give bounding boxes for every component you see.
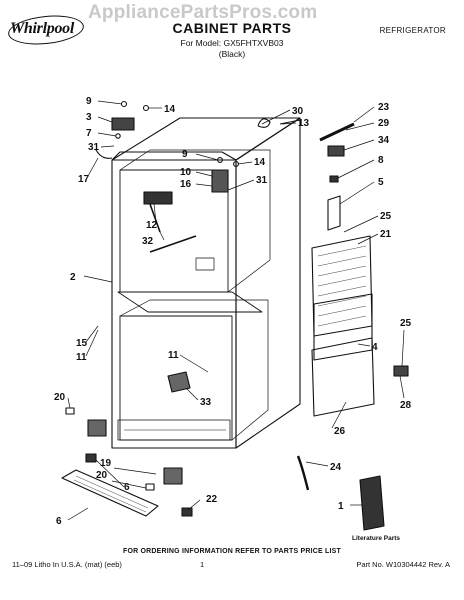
callout-6: 6 — [56, 516, 62, 527]
product-type: REFRIGERATOR — [379, 26, 446, 35]
callout-4: 4 — [372, 342, 378, 353]
page-number: 1 — [200, 560, 205, 569]
front-roller-left-part — [87, 419, 107, 437]
cabinet-side-outline — [235, 117, 301, 449]
cabinet-divider — [117, 291, 263, 313]
callout-12: 12 — [146, 220, 158, 231]
callout-30: 30 — [292, 106, 304, 117]
callout-9: 9 — [182, 149, 188, 160]
callout-31: 31 — [88, 142, 100, 153]
hinge-pin-part — [115, 133, 121, 139]
callout-3: 3 — [86, 112, 92, 123]
callout-21: 21 — [380, 229, 392, 240]
cabinet-bottom-trim — [117, 419, 231, 441]
callout-32: 32 — [142, 236, 154, 247]
callout-25: 25 — [380, 211, 392, 222]
cabinet-top-outline — [111, 117, 301, 161]
hinge-cover-part — [95, 149, 113, 159]
watermark-text: AppliancePartsPros.com — [88, 2, 318, 23]
valve-clip-part — [257, 118, 271, 128]
callout-14: 14 — [164, 104, 176, 115]
callout-7: 7 — [86, 128, 92, 139]
callout-10: 10 — [180, 167, 192, 178]
callout-19: 19 — [100, 458, 112, 469]
tube-clamp-part — [327, 145, 345, 157]
callout-labels: 9143731172151120192062263013232934852521… — [54, 96, 412, 527]
callout-1: 1 — [338, 501, 344, 512]
leader-lines — [67, 100, 405, 521]
callout-17: 17 — [78, 174, 90, 185]
light-screw-part — [149, 203, 161, 233]
freezer-depth-line — [119, 299, 269, 441]
freezer-bracket-part — [167, 371, 191, 393]
hinge-screw-part — [120, 100, 128, 108]
part-number: Part No. W10304442 Rev. A — [356, 560, 450, 569]
callout-34: 34 — [378, 135, 390, 146]
callout-2: 2 — [70, 272, 76, 283]
light-housing-part — [143, 191, 173, 205]
valve-screw-part — [279, 119, 301, 125]
page-title: CABINET PARTS — [172, 20, 292, 36]
callout-11: 11 — [168, 350, 179, 361]
callout-8: 8 — [378, 155, 384, 166]
callout-16: 16 — [180, 179, 192, 190]
upper-hinge-part — [111, 117, 135, 131]
callout-13: 13 — [298, 118, 310, 129]
callout-24: 24 — [330, 462, 342, 473]
air-vent-part — [195, 257, 215, 271]
callout-20: 20 — [54, 392, 66, 403]
center-hinge-part — [211, 169, 229, 193]
leveling-foot-left-part — [85, 453, 97, 463]
brand-logo: Whirlpool — [6, 12, 86, 48]
callout-31: 31 — [256, 175, 268, 186]
callout-25: 25 — [400, 318, 412, 329]
callout-11: 11 — [76, 352, 87, 363]
literature-label: Literature Parts — [352, 535, 400, 542]
bottom-cover-panel — [311, 337, 375, 417]
callout-5: 5 — [378, 177, 384, 188]
water-tube-part — [319, 122, 355, 142]
callout-33: 33 — [200, 397, 212, 408]
roller-screw-part — [65, 407, 75, 415]
liner-depth-line — [119, 149, 271, 293]
callout-26: 26 — [334, 426, 346, 437]
ordering-note: FOR ORDERING INFORMATION REFER TO PARTS … — [122, 548, 342, 555]
toe-grille-part — [61, 469, 159, 517]
model-line: For Model: GX5FHTXVB03 — [180, 38, 284, 48]
drain-tube-part — [296, 455, 310, 491]
side-leveler-part — [393, 365, 409, 377]
callout-20: 20 — [96, 470, 108, 481]
hinge-screw-2-part — [142, 104, 150, 112]
callout-9: 9 — [86, 96, 92, 107]
leveling-foot-right-part — [181, 507, 193, 517]
brand-logo-text: Whirlpool — [10, 20, 74, 37]
callout-28: 28 — [400, 400, 412, 411]
front-roller-right-part — [163, 467, 183, 485]
callout-29: 29 — [378, 118, 390, 129]
shelf-rail-part — [149, 235, 197, 253]
callout-15: 15 — [76, 338, 88, 349]
side-bracket-part — [327, 195, 341, 231]
color-line: (Black) — [218, 49, 246, 59]
literature-booklet-part — [359, 475, 385, 531]
print-info: 11–09 Litho In U.S.A. (mat) (eeb) — [12, 560, 122, 569]
toe-grille-slots — [73, 475, 149, 513]
roller-screw-2-part — [145, 483, 155, 491]
rear-panel-grid — [317, 245, 367, 327]
callout-23: 23 — [378, 102, 390, 113]
callout-6: 6 — [124, 482, 130, 493]
callout-14: 14 — [254, 157, 266, 168]
callout-22: 22 — [206, 494, 218, 505]
tube-clip-part — [329, 175, 339, 183]
